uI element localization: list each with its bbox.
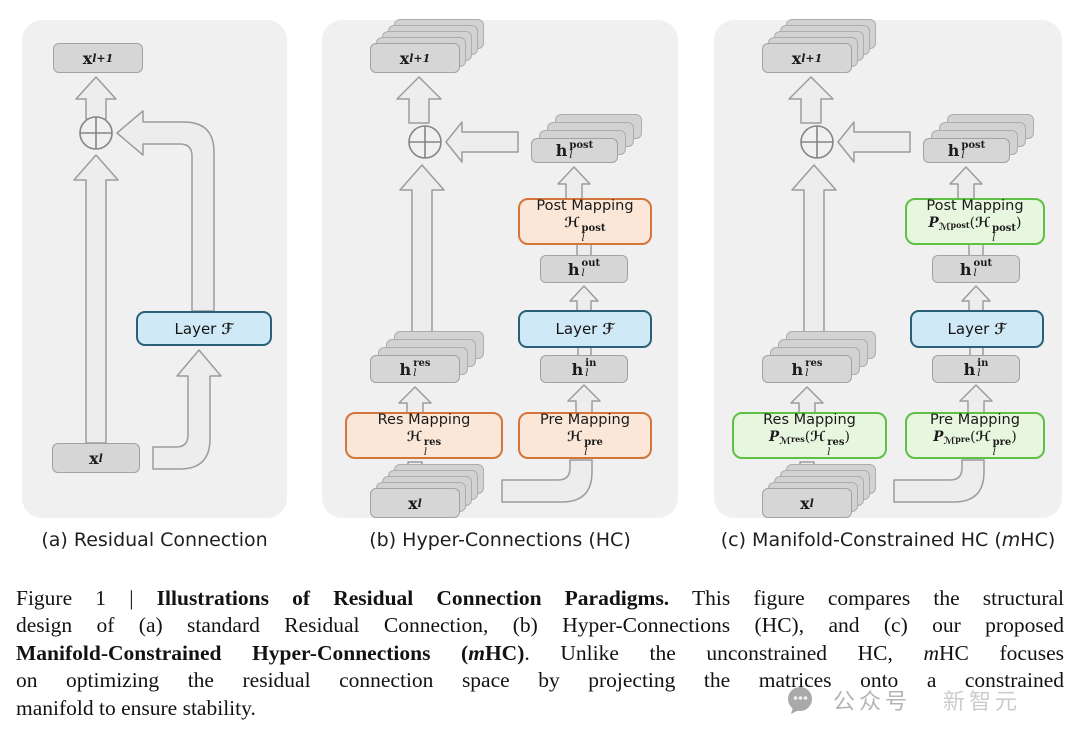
caption-panel-c: (c) Manifold-Constrained HC (mHC) <box>720 529 1056 551</box>
curved-arrow-to-pre-icon <box>893 459 985 503</box>
arrow-up-icon <box>791 164 837 341</box>
layer-label: Layer <box>947 320 990 338</box>
plus-circle-icon <box>800 125 834 159</box>
layer-label: Layer <box>174 319 217 338</box>
curved-arrow-to-sum-icon <box>116 110 215 312</box>
layer-f-symbol: ℱ <box>221 319 234 338</box>
arrow-up-icon <box>75 76 117 120</box>
x-input-label: x <box>89 448 99 468</box>
h-post-label: h <box>555 141 568 160</box>
x-next-label: x <box>399 48 410 68</box>
plus-circle-icon <box>79 116 113 150</box>
arrow-up-icon <box>949 166 983 201</box>
res-mapping-title: Res Mapping <box>377 412 471 429</box>
pre-mapping-title: Pre Mapping <box>930 412 1020 429</box>
figure-caption: Figure 1 | Illustrations of Residual Con… <box>16 585 1064 722</box>
h-out-label: h <box>567 259 580 279</box>
arrow-up-icon <box>569 285 599 313</box>
caption-panel-b: (b) Hyper-Connections (HC) <box>369 529 631 551</box>
post-mapping-title: Post Mapping <box>536 198 634 215</box>
x-input-label: x <box>800 493 810 513</box>
arrow-up-icon <box>557 166 591 201</box>
arrow-left-icon <box>837 121 911 163</box>
arrow-up-icon <box>961 285 991 313</box>
layer-f-symbol: ℱ <box>602 320 615 338</box>
pre-mapping-title: Pre Mapping <box>540 412 630 429</box>
arrow-up-icon <box>959 384 993 415</box>
arrow-up-icon <box>398 386 432 415</box>
arrow-up-icon <box>73 154 119 444</box>
h-out-label: h <box>959 259 972 279</box>
caption-line: Figure 1 | Illustrations of Residual Con… <box>16 586 1064 610</box>
plus-circle-icon <box>408 125 442 159</box>
x-input-label: x <box>408 493 418 513</box>
arrow-up-icon <box>399 164 445 341</box>
caption-panel-a: (a) Residual Connection <box>41 529 268 551</box>
h-in-label: h <box>571 359 584 379</box>
h-res-label: h <box>399 359 412 379</box>
curved-arrow-to-layer-icon <box>152 349 222 470</box>
caption-line: Manifold-Constrained Hyper-Connections (… <box>16 640 1064 665</box>
h-in-label: h <box>963 359 976 379</box>
h-res-label: h <box>791 359 804 379</box>
arrow-up-icon <box>396 76 442 124</box>
arrow-up-icon <box>567 384 601 415</box>
layer-f-symbol: ℱ <box>994 320 1007 338</box>
arrow-up-icon <box>788 76 834 124</box>
res-mapping-title: Res Mapping <box>763 412 856 429</box>
caption-line: on optimizing the residual connection sp… <box>16 668 1064 693</box>
curved-arrow-to-pre-icon <box>501 459 593 503</box>
arrow-left-icon <box>445 121 519 163</box>
post-mapping-title: Post Mapping <box>926 198 1024 215</box>
panel-a-arrows <box>73 76 222 470</box>
x-next-label: x <box>791 48 802 68</box>
caption-line: manifold to ensure stability. <box>16 695 256 720</box>
arrow-up-icon <box>790 386 824 415</box>
x-next-label: x <box>82 48 93 68</box>
layer-label: Layer <box>555 320 598 338</box>
caption-line: design of (a) standard Residual Connecti… <box>16 613 1064 638</box>
h-post-label: h <box>947 141 960 160</box>
